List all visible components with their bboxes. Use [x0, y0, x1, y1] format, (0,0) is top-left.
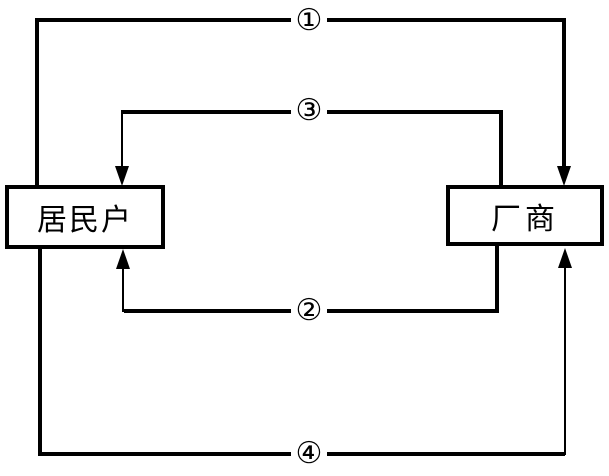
flow-3-number: ③ — [295, 93, 323, 128]
flow-3-path — [115, 110, 503, 186]
flow-2-number: ② — [295, 293, 323, 328]
household-node: 居民户 — [5, 185, 165, 249]
flow-2-arrowhead — [116, 249, 130, 269]
flow-2-label: ② — [291, 293, 327, 329]
flow-1-number: ① — [295, 3, 323, 38]
flow-4-line-thick — [38, 249, 565, 456]
flow-3-label: ③ — [291, 93, 327, 129]
household-label: 居民户 — [37, 203, 133, 238]
flow-3-arrowhead — [115, 166, 129, 186]
flow-2-line-thick — [124, 246, 499, 313]
firm-label: 厂商 — [491, 201, 559, 237]
flow-4-number: ④ — [295, 436, 323, 471]
flow-4-path — [38, 248, 572, 456]
flow-2-path — [116, 246, 499, 313]
flow-4-arrowhead — [558, 248, 572, 268]
firm-node: 厂商 — [446, 185, 604, 246]
flow-4-label: ④ — [291, 436, 327, 472]
flow-1-label: ① — [291, 3, 327, 39]
flow-3-line-thick — [123, 110, 503, 186]
flow-1-arrowhead — [557, 166, 571, 186]
